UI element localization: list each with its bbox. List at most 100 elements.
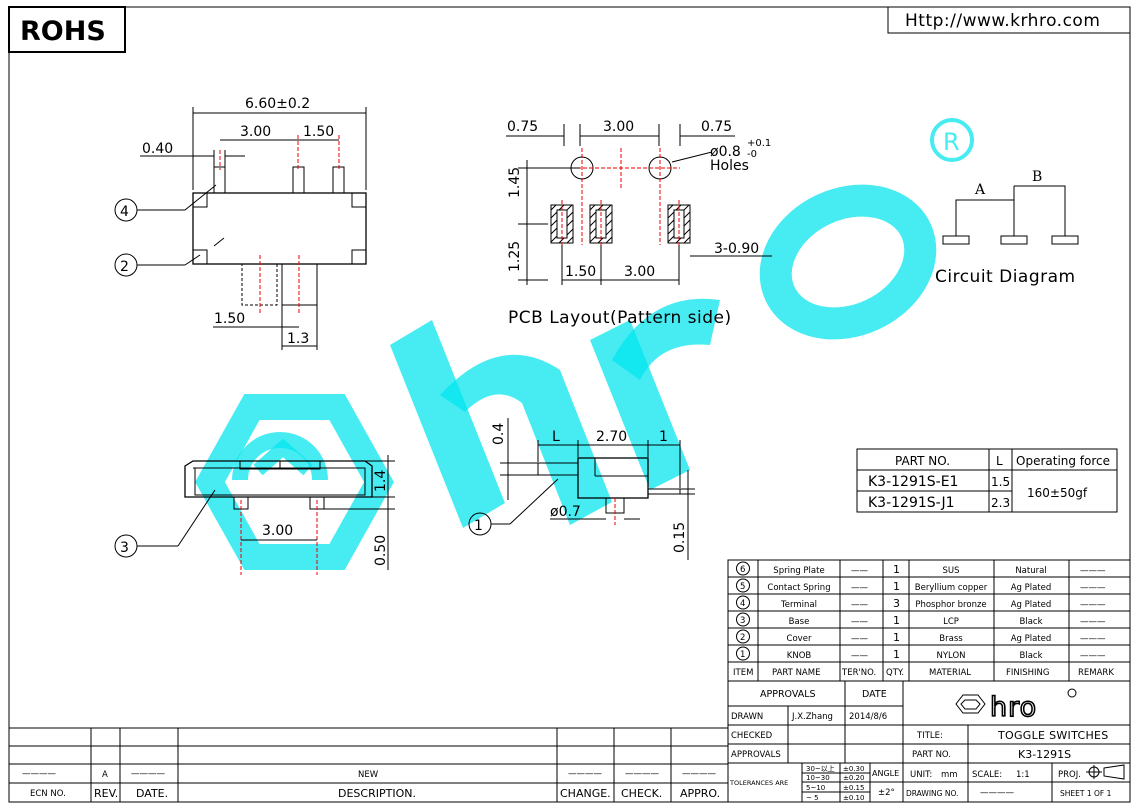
checked-label: CHECKED [731,731,773,741]
dim-pcb-left: 0.75 [507,119,538,135]
dim-knob-one: 1 [659,429,668,445]
rohs-label: ROHS [20,16,106,47]
callout-4: 4 [120,204,129,220]
bom-material: Phosphor bronze [915,600,986,610]
pn-header-l: L [996,454,1003,468]
tolerance-range: 30~以上 [806,764,835,773]
bom-ter-no: —— [851,583,869,593]
hole-tol-dn: -0 [747,149,757,160]
bom-remark: ——— [1080,600,1106,610]
bom-ter-no: —— [851,634,869,644]
pn-force: 160±50gf [1027,486,1088,500]
circuit-label-b: B [1032,169,1042,185]
bom-finishing: Ag Plated [1011,583,1052,593]
unit-value: mm [941,770,958,780]
item-number-circle [736,629,750,644]
item-number-circle [736,561,750,576]
pcb-layout-title: PCB Layout(Pattern side) [508,308,732,328]
projection-symbol-icon [1086,764,1125,780]
callout-2: 2 [120,259,129,275]
bom-header-remark: REMARK [1078,668,1114,678]
scale-label: SCALE: [972,770,1002,780]
rev-row-ecn: ———— [22,769,57,779]
dim-knob-l: L [552,429,560,445]
approvals2-label: APPROVALS [731,750,781,760]
tolerance-range: 10~30 [806,774,830,782]
bom-material: Beryllium copper [915,583,988,593]
rev-row-desc: NEW [358,770,379,780]
bom-ter-no: —— [851,651,869,661]
tolerance-value: ±0.10 [843,794,864,802]
dim-pcb-h1: 1.45 [507,167,523,198]
part-no-value: K3-1291S [1018,748,1071,761]
tolerance-value: ±0.20 [843,774,864,782]
bom-remark: ——— [1080,617,1106,627]
hro-logo: hro [955,688,1077,724]
bom-qty: 3 [893,597,900,610]
rev-row-rev: A [102,770,108,780]
bom-header-qty: QTY. [886,668,904,678]
bom-qty: 1 [893,563,900,576]
dim-knob-width: 1.3 [287,331,309,347]
bom-header-ter: TER'NO. [841,668,876,678]
tolerance-range: ~ 5 [806,794,819,802]
drawn-label: DRAWN [731,712,763,722]
bom-part-name: KNOB [787,651,812,661]
bom-item: 2 [740,633,745,643]
bom-qty: 1 [893,614,900,627]
bom-remark: ——— [1080,583,1106,593]
ecn-no-header: ECN NO. [30,789,66,799]
bom-item: 4 [740,599,745,609]
bom-finishing: Natural [1015,566,1046,576]
bom-finishing: Ag Plated [1011,634,1052,644]
dim-width: 6.60±0.2 [245,96,310,112]
date-label: DATE [862,689,887,700]
pn-row-l: 2.3 [991,496,1010,510]
dim-pad-b: 3.00 [624,264,655,280]
url-box [887,6,1131,34]
rev-header: REV. [94,787,118,800]
pn-row-l: 1.5 [991,475,1010,489]
angle-value: ±2° [878,788,895,798]
bom-part-name: Terminal [780,600,817,610]
bom-remark: ——— [1080,634,1106,644]
drawn-date: 2014/8/6 [849,712,887,722]
appro-header: APPRO. [680,787,720,800]
part-no-label: PART NO. [912,750,951,760]
part-number-table: PART NO. L Operating force K3-1291S-E1 1… [856,448,1118,513]
bom-part-name: Cover [787,634,812,644]
dim-pcb-h2: 1.25 [507,241,523,272]
bom-finishing: Ag Plated [1011,600,1052,610]
bom-part-name: Contact Spring [767,583,830,593]
dim-front-height: 1.4 [373,470,389,492]
bom-qty: 1 [893,580,900,593]
dim-knob-pos: 1.50 [214,311,245,327]
dim-front-pitch: 3.00 [262,523,293,539]
rev-row-change: ———— [568,769,603,779]
bom-part-name: Base [789,617,810,627]
bom-material: SUS [942,566,959,576]
bom-header-finishing: FINISHING [1006,668,1050,678]
scale-value: 1:1 [1016,770,1030,780]
callout-1: 1 [474,518,483,534]
dim-pin-width: 0.40 [142,141,173,157]
tolerance-value: ±0.30 [843,765,864,773]
rohs-box [8,6,126,53]
bom-finishing: Black [1020,651,1043,661]
circuit-diagram: A B Circuit Diagram [935,169,1079,287]
bom-header-item: ITEM [733,668,753,678]
drawn-by: J.X.Zhang [791,712,833,722]
approvals-label: APPROVALS [760,689,816,700]
pn-header-force: Operating force [1016,454,1110,468]
bom-material: LCP [943,617,959,627]
unit-label: UNIT: [910,770,932,780]
bom-item: 5 [740,582,745,592]
title-block: APPROVALS DATE DRAWN J.X.Zhang 2014/8/6 … [727,680,1131,803]
bom-qty: 1 [893,631,900,644]
dim-knob-dia: ø0.7 [550,504,581,520]
bom-ter-no: —— [851,600,869,610]
drawing-no-value: ———— [980,788,1015,798]
title-label: TITLE: [916,731,943,741]
